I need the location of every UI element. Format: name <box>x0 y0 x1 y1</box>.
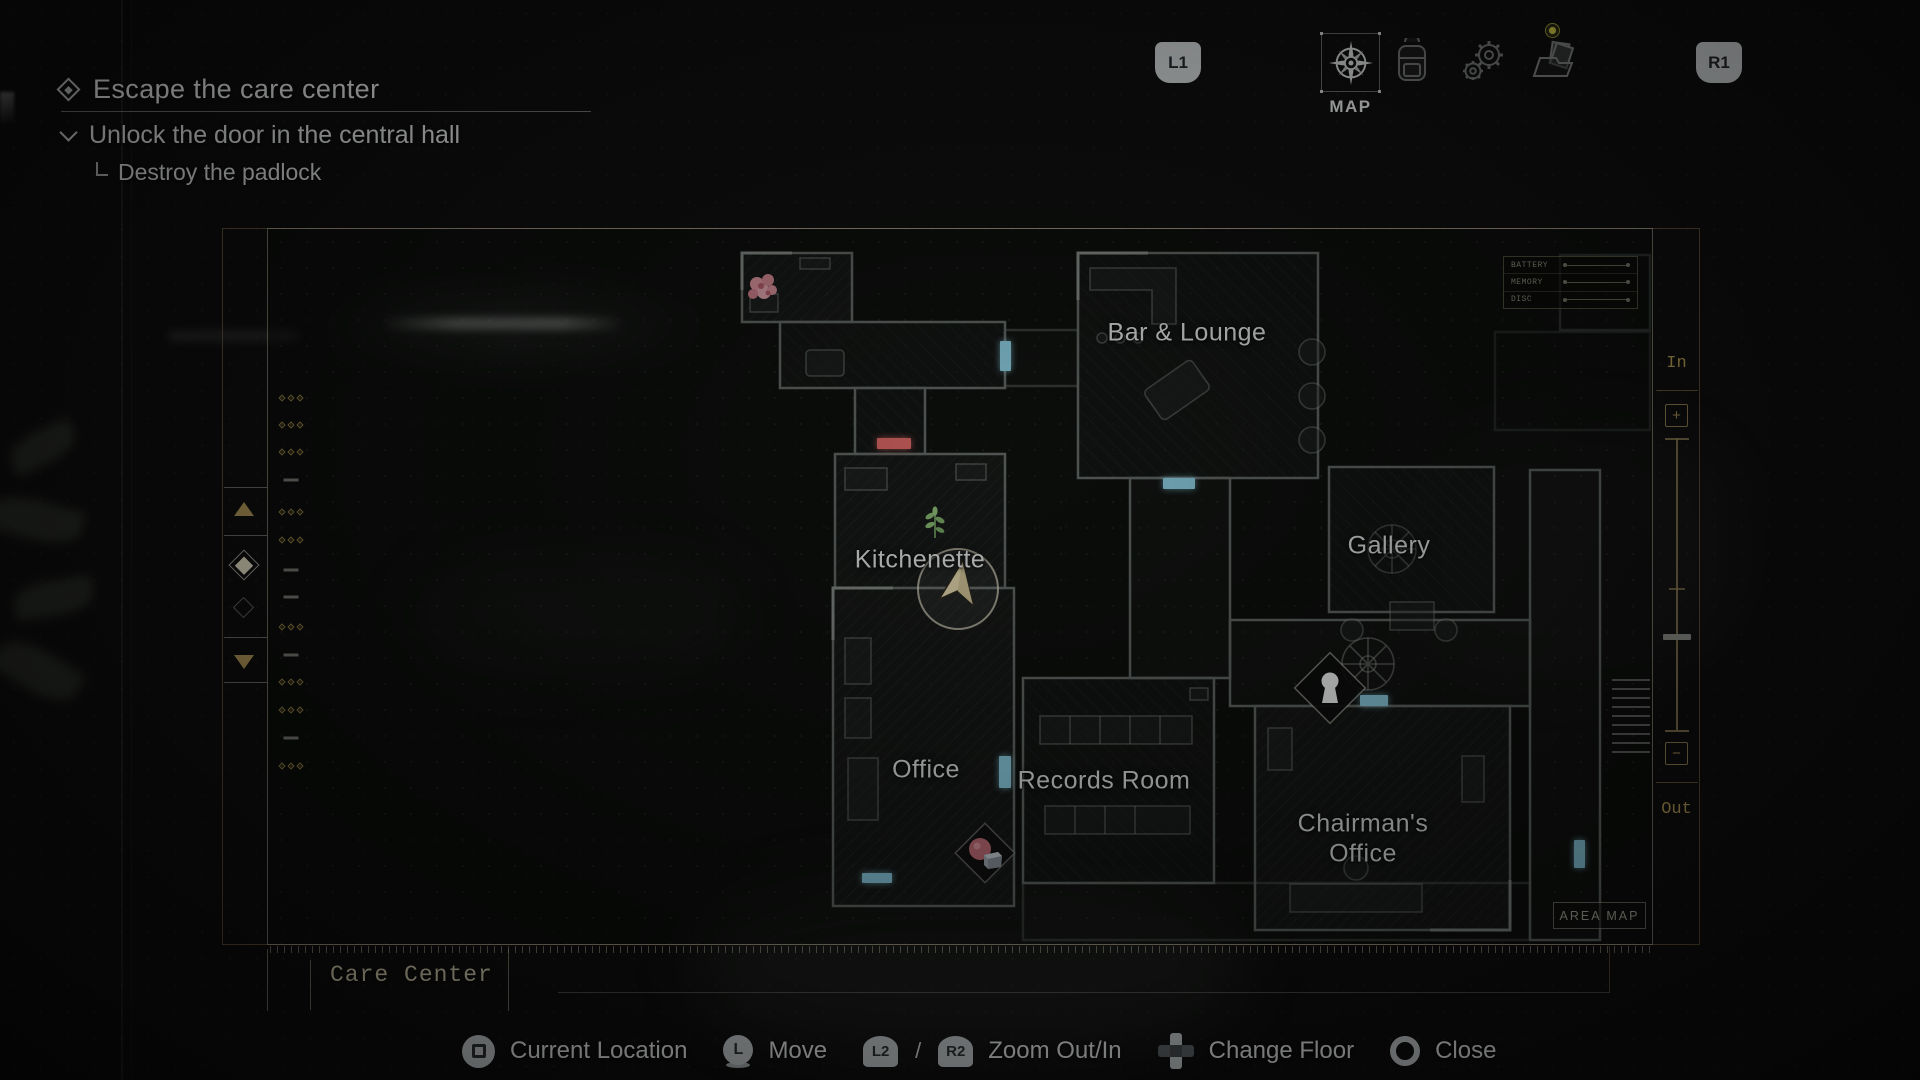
floor-rosette <box>1367 524 1417 574</box>
left-stick-icon: L <box>723 1034 754 1068</box>
tab-map-label: MAP <box>1329 97 1372 116</box>
zoom-in-button[interactable]: + <box>1665 404 1688 427</box>
floor-down-button[interactable] <box>234 655 254 669</box>
control-hint-label: Change Floor <box>1208 1037 1355 1064</box>
plant-silhouette <box>4 416 82 478</box>
l2-trigger-icon: L2 <box>863 1035 899 1067</box>
objective-title: Escape the care center <box>93 74 380 104</box>
legend-row: DISC <box>1504 292 1637 308</box>
r2-trigger-icon: R2 <box>938 1035 974 1067</box>
objective-subtask: Unlock the door in the central hall <box>89 121 461 149</box>
control-hint-label: Zoom Out/In <box>988 1037 1122 1064</box>
legend-meter <box>1563 297 1630 302</box>
square-button-icon <box>462 1034 495 1068</box>
control-hint: Current Location <box>462 1034 688 1068</box>
legend-row: MEMORY <box>1504 274 1637 292</box>
zoom-divider <box>1656 782 1698 783</box>
r1-bumper-hint: R1 <box>1696 42 1742 83</box>
legend-meter <box>1563 263 1630 268</box>
footer-divider-end <box>1609 946 1610 992</box>
selector-divider <box>224 637 267 638</box>
objective-subsubtask: Destroy the padlock <box>118 159 322 185</box>
tab-crafting[interactable] <box>1454 34 1510 90</box>
trigger-separator: / <box>915 1038 922 1063</box>
control-hint: L Move <box>723 1034 828 1068</box>
tab-files[interactable] <box>1525 34 1581 90</box>
floor-plan <box>740 251 1652 942</box>
floor-other-indicator[interactable] <box>232 596 255 619</box>
tab-map[interactable] <box>1320 32 1381 93</box>
control-hints-bar: Current Location L Move L2 / R2 Zoom Out/In Cha… <box>462 1028 1496 1074</box>
zoom-slider-track[interactable] <box>1676 438 1678 730</box>
map-tick-ruler <box>270 946 1650 953</box>
objective-diamond-icon <box>56 77 81 102</box>
circle-button-icon <box>1390 1036 1421 1066</box>
floor-current-indicator[interactable] <box>228 549 260 581</box>
control-hint: Change Floor <box>1157 1033 1355 1069</box>
stairs <box>1612 679 1650 753</box>
slider-bottom-cap <box>1665 730 1689 732</box>
objective-divider <box>61 111 591 112</box>
legend-label: BATTERY <box>1511 260 1549 270</box>
selector-divider <box>224 682 267 683</box>
zoom-in-label: In <box>1666 354 1687 373</box>
chevron-down-icon[interactable] <box>59 123 78 142</box>
l1-bumper-hint: L1 <box>1155 42 1201 83</box>
control-hint: L2 / R2 Zoom Out/In <box>863 1035 1122 1067</box>
ruler-mark <box>267 949 268 1011</box>
selector-divider <box>224 487 267 488</box>
control-hint-label: Current Location <box>510 1037 688 1064</box>
files-folder-icon <box>1532 40 1575 77</box>
legend-label: MEMORY <box>1511 277 1543 287</box>
legend-row: BATTERY <box>1504 257 1637 275</box>
zoom-out-button[interactable]: − <box>1665 742 1688 765</box>
legend-meter <box>1563 280 1630 285</box>
player-marker <box>917 548 999 630</box>
compass-icon <box>1328 40 1373 85</box>
footer-divider <box>558 992 1610 993</box>
tab-inventory[interactable] <box>1384 34 1440 90</box>
area-map-label: AREA MAP <box>1553 902 1646 929</box>
backpack-icon <box>1398 38 1426 81</box>
gears-icon <box>1463 41 1503 80</box>
ruler-mark <box>508 949 509 1011</box>
background-highlight <box>0 92 14 138</box>
control-hint: Close <box>1390 1036 1496 1066</box>
dpad-updown-icon <box>1157 1033 1194 1069</box>
control-hint-label: Close <box>1435 1037 1497 1064</box>
floor-name: Care Center <box>330 962 493 988</box>
ruler-mark <box>310 960 311 1010</box>
room-walls <box>740 251 1652 942</box>
media-legend: BATTERY MEMORY DISC <box>1503 256 1638 309</box>
objective-panel: Escape the care center Unlock the door i… <box>56 74 591 186</box>
tree-elbow-icon <box>96 161 108 176</box>
zoom-slider-handle[interactable] <box>1663 634 1691 640</box>
notification-dot <box>1545 23 1560 38</box>
plant-silhouette <box>11 574 97 622</box>
selector-divider <box>224 535 267 536</box>
floor-up-button[interactable] <box>234 502 254 516</box>
legend-label: DISC <box>1511 295 1533 305</box>
control-hint-label: Move <box>768 1037 828 1064</box>
zoom-out-label: Out <box>1661 800 1692 819</box>
plant-silhouette <box>0 629 87 713</box>
plant-silhouette <box>0 488 87 552</box>
zoom-divider <box>1656 390 1698 391</box>
slider-mid-tick <box>1669 588 1685 590</box>
